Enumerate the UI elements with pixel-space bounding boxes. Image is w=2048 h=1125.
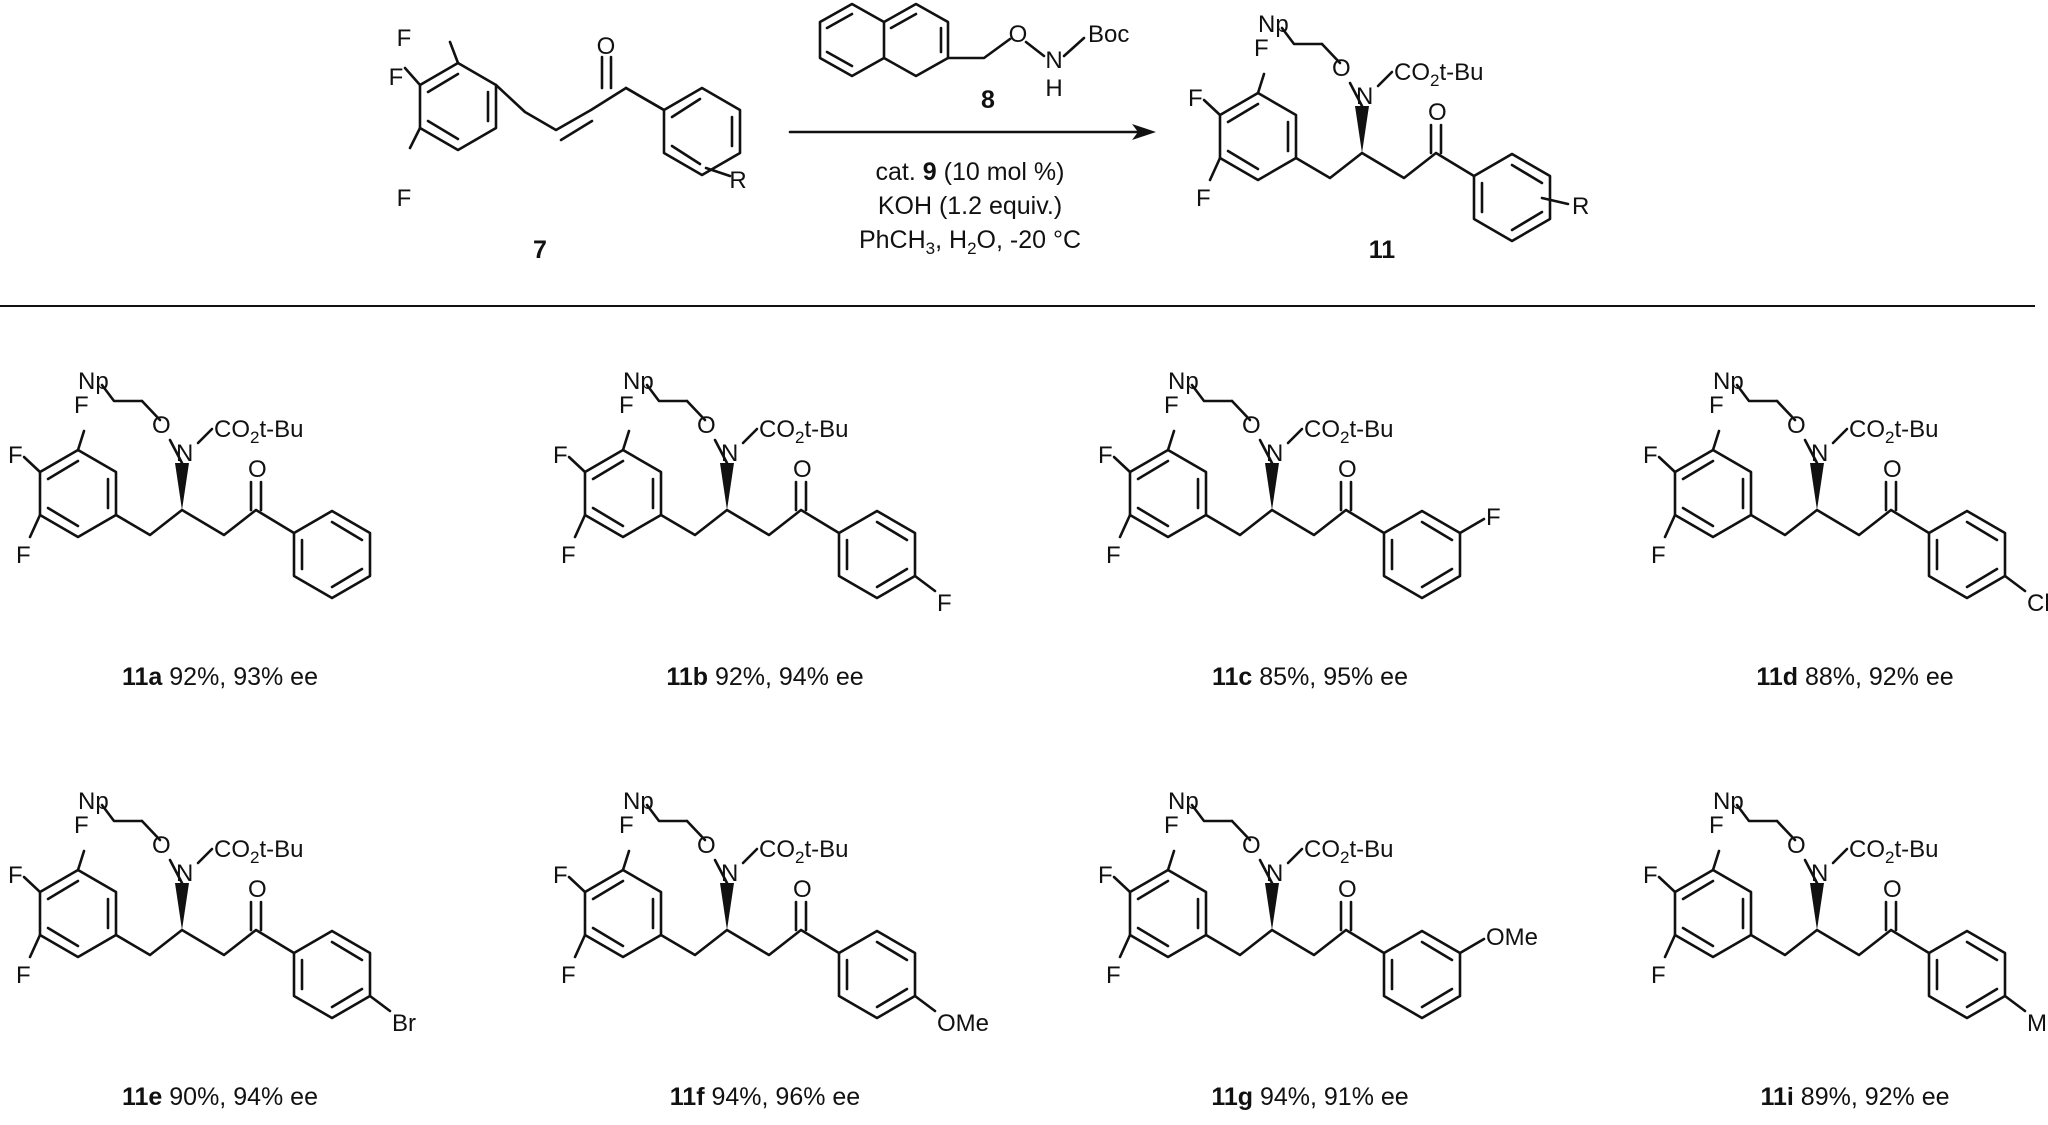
product-structure <box>1641 366 2007 600</box>
reaction-conditions: cat. 9 (10 mol %) KOH (1.2 equiv.) PhCH3… <box>859 158 1081 258</box>
reactant-alkene-double <box>559 119 594 142</box>
product-label: 11 <box>1369 236 1396 264</box>
reagent-naphthalene-double <box>825 12 854 30</box>
reactant-7: F F F O R 7 <box>389 25 747 264</box>
reagent-8: O N H Boc 8 <box>818 2 1129 114</box>
reactant-ring <box>418 61 498 152</box>
condition-base: KOH (1.2 equiv.) <box>878 192 1062 220</box>
reactant-r-bond <box>704 166 732 178</box>
reactant-aryl-double <box>670 144 702 166</box>
reactant-bond-f <box>408 126 422 150</box>
product-structure <box>551 786 917 1020</box>
product-11: R 11 <box>1186 9 1589 264</box>
product-structure <box>1641 786 2007 1020</box>
substituent-bond <box>368 994 392 1013</box>
reactant-atom-f: F <box>397 25 412 52</box>
reactant-atom-f: F <box>397 185 412 212</box>
substituent-label: Br <box>392 1010 416 1037</box>
substituent-bond <box>913 994 937 1013</box>
reactant-ring-double <box>426 119 460 141</box>
reagent-boc: Boc <box>1088 21 1129 48</box>
product-11e: Br 11e 90%, 94% ee <box>6 786 416 1111</box>
product-11c: F 11c 85%, 95% ee <box>1096 366 1501 691</box>
reactant-bond-f <box>403 66 422 87</box>
reaction-arrowhead <box>1132 124 1156 140</box>
product-caption: 11i 89%, 92% ee <box>1760 1083 1949 1111</box>
product-caption: 11f 94%, 96% ee <box>670 1083 860 1111</box>
substituent-bond <box>1458 937 1486 955</box>
substituent-label: F <box>1486 504 1501 531</box>
reactant-aryl-double <box>670 97 702 119</box>
product-substituent-r: R <box>1572 193 1589 220</box>
reactant-aryl <box>624 86 742 177</box>
substituent-label: Cl <box>2027 590 2048 617</box>
product-11i: Me 11i 89%, 92% ee <box>1641 786 2048 1111</box>
reagent-label: 8 <box>981 86 995 114</box>
substituent-bond <box>2003 994 2027 1013</box>
reagent-chain <box>1062 36 1086 58</box>
reagent-atom-h: H <box>1045 75 1062 102</box>
substituent-bond <box>913 574 937 593</box>
reactant-chain <box>494 83 666 132</box>
product-structure <box>6 366 372 600</box>
product-caption: 11d 88%, 92% ee <box>1756 663 1953 691</box>
product-structure <box>6 786 372 1020</box>
reactant-ring-double <box>426 72 460 94</box>
product-11d: Cl 11d 88%, 92% ee <box>1641 366 2048 691</box>
reagent-atom-o: O <box>1009 21 1028 48</box>
reagent-naphthalene-double <box>889 12 918 30</box>
product-11b: F 11b 92%, 94% ee <box>551 366 952 691</box>
product-structure <box>1096 786 1462 1020</box>
reactant-bond-f <box>448 40 460 65</box>
product-caption: 11g 94%, 91% ee <box>1211 1083 1408 1111</box>
product-structure <box>1096 366 1462 600</box>
product-11a: 11a 92%, 93% ee <box>6 366 372 691</box>
product-11f: OMe 11f 94%, 96% ee <box>551 786 989 1111</box>
substituent-bond <box>1540 196 1570 206</box>
reactant-substituent-r: R <box>729 167 746 194</box>
condition-catalyst: cat. 9 (10 mol %) <box>876 158 1065 186</box>
substituent-bond <box>1458 517 1486 535</box>
product-structure <box>551 366 917 600</box>
reagent-naphthalene <box>882 2 950 78</box>
substituent-label: F <box>937 590 952 617</box>
reactant-atom-f: F <box>389 64 404 91</box>
reagent-chain <box>1024 40 1046 58</box>
reagent-chain <box>946 37 1012 60</box>
reagent-atom-n: N <box>1045 47 1062 74</box>
condition-solvent: PhCH3, H2O, -20 °C <box>859 226 1081 258</box>
reagent-naphthalene-double <box>825 50 854 68</box>
product-11g: OMe 11g 94%, 91% ee <box>1096 786 1538 1111</box>
product-caption: 11e 90%, 94% ee <box>122 1083 318 1111</box>
reactant-label: 7 <box>533 236 547 264</box>
reactant-atom-o: O <box>597 33 616 60</box>
substituent-label: OMe <box>1486 924 1538 951</box>
substituent-label: Me <box>2027 1010 2048 1037</box>
product-caption: 11c 85%, 95% ee <box>1212 663 1408 691</box>
product-structure <box>1186 9 1552 243</box>
product-caption: 11a 92%, 93% ee <box>122 663 318 691</box>
product-grid: 11a 92%, 93% ee F 11b 92%, 94% ee F 11c 85%,… <box>6 366 2048 1111</box>
substituent-label: OMe <box>937 1010 989 1037</box>
product-caption: 11b 92%, 94% ee <box>666 663 863 691</box>
substituent-bond <box>2003 574 2027 593</box>
